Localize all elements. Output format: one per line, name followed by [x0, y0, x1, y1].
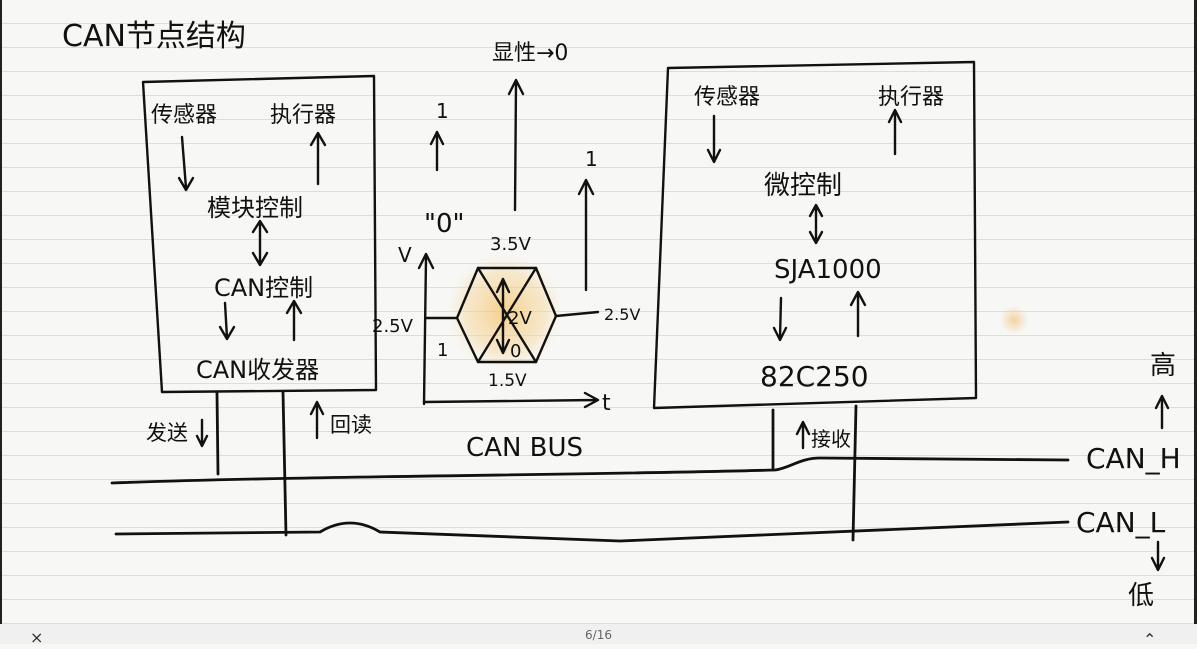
- left-tap-can-l: [281, 390, 288, 537]
- send-arrow-icon: [195, 418, 209, 448]
- left-one-label: 1: [437, 340, 448, 361]
- low-arrow-icon: [1150, 540, 1166, 572]
- left-bidirectional-arrow: [251, 219, 269, 267]
- receive-label: 接收: [811, 427, 851, 451]
- right-sensor-down-arrow: [706, 114, 722, 164]
- close-icon[interactable]: ×: [30, 628, 44, 647]
- readback-arrow-icon: [309, 400, 325, 440]
- v-axis: [417, 252, 435, 406]
- right-controller-chip-label: SJA1000: [774, 255, 882, 285]
- v-low-label: 1.5V: [488, 371, 527, 391]
- can-l-line: [114, 520, 1070, 543]
- left-actuator-up-arrow: [309, 131, 327, 186]
- right-actuator-label: 执行器: [878, 85, 944, 110]
- diagram-title: CAN节点结构: [62, 19, 246, 54]
- can-h-label: CAN_H: [1086, 442, 1181, 475]
- low-label: 低: [1128, 581, 1154, 611]
- left-actuator-label: 执行器: [270, 103, 336, 128]
- left-module-label: 模块控制: [207, 194, 303, 222]
- readback-label: 回读: [330, 413, 372, 437]
- right-down-arrow: [772, 296, 788, 342]
- dominant-label: 显性→0: [492, 41, 568, 66]
- left-edge: [0, 0, 2, 644]
- logic-one-arrow: [429, 130, 445, 172]
- highlighter-dot: [1000, 306, 1028, 334]
- t-axis-label: t: [602, 391, 611, 416]
- t-axis: [422, 391, 600, 409]
- logic-one-top: 1: [436, 99, 449, 123]
- can-h-waveform: [424, 266, 558, 364]
- page-indicator: 6/16: [585, 628, 612, 642]
- right-sensor-label: 传感器: [694, 85, 760, 110]
- differential-arrow: [495, 277, 511, 355]
- recessive-tail: [554, 310, 600, 318]
- diff-zero-label: 0: [510, 341, 521, 362]
- right-node-box: [652, 60, 978, 410]
- right-bidirectional-arrow: [808, 203, 824, 245]
- high-label: 高: [1150, 351, 1176, 381]
- right-up-arrow: [849, 290, 867, 338]
- dominant-arrow: [507, 78, 525, 212]
- left-transceiver-label: CAN收发器: [196, 356, 319, 384]
- right-transceiver-chip-label: 82C250: [760, 360, 869, 393]
- send-label: 发送: [146, 421, 188, 445]
- right-actuator-up-arrow: [887, 108, 903, 156]
- logic-zero-label: "0": [424, 209, 464, 239]
- high-arrow-icon: [1154, 394, 1170, 430]
- left-down-arrow: [218, 301, 236, 341]
- left-sensor-down-arrow: [177, 135, 195, 192]
- v-high-label: 3.5V: [490, 234, 532, 255]
- can-bus-label: CAN BUS: [466, 433, 583, 463]
- right-one-arrow: [577, 178, 595, 292]
- can-l-label: CAN_L: [1076, 506, 1166, 539]
- right-tap-can-l: [851, 404, 858, 542]
- right-edge: [1194, 0, 1197, 644]
- left-up-arrow: [285, 299, 303, 342]
- can-l-waveform: [476, 266, 538, 364]
- v-axis-label: V: [398, 243, 412, 267]
- right-mcu-label: 微控制: [764, 171, 842, 201]
- left-sensor-label: 传感器: [151, 103, 217, 128]
- diff-2v-label: 2V: [508, 308, 532, 329]
- logic-one-right: 1: [585, 147, 598, 171]
- left-tap-can-h: [215, 391, 220, 476]
- v-mid-right-label: 2.5V: [604, 305, 640, 324]
- receive-arrow-icon: [795, 420, 811, 450]
- can-h-line: [110, 456, 1070, 485]
- left-node-box: [141, 74, 378, 394]
- left-can-controller-label: CAN控制: [214, 274, 313, 302]
- v-mid-left-label: 2.5V: [372, 316, 414, 337]
